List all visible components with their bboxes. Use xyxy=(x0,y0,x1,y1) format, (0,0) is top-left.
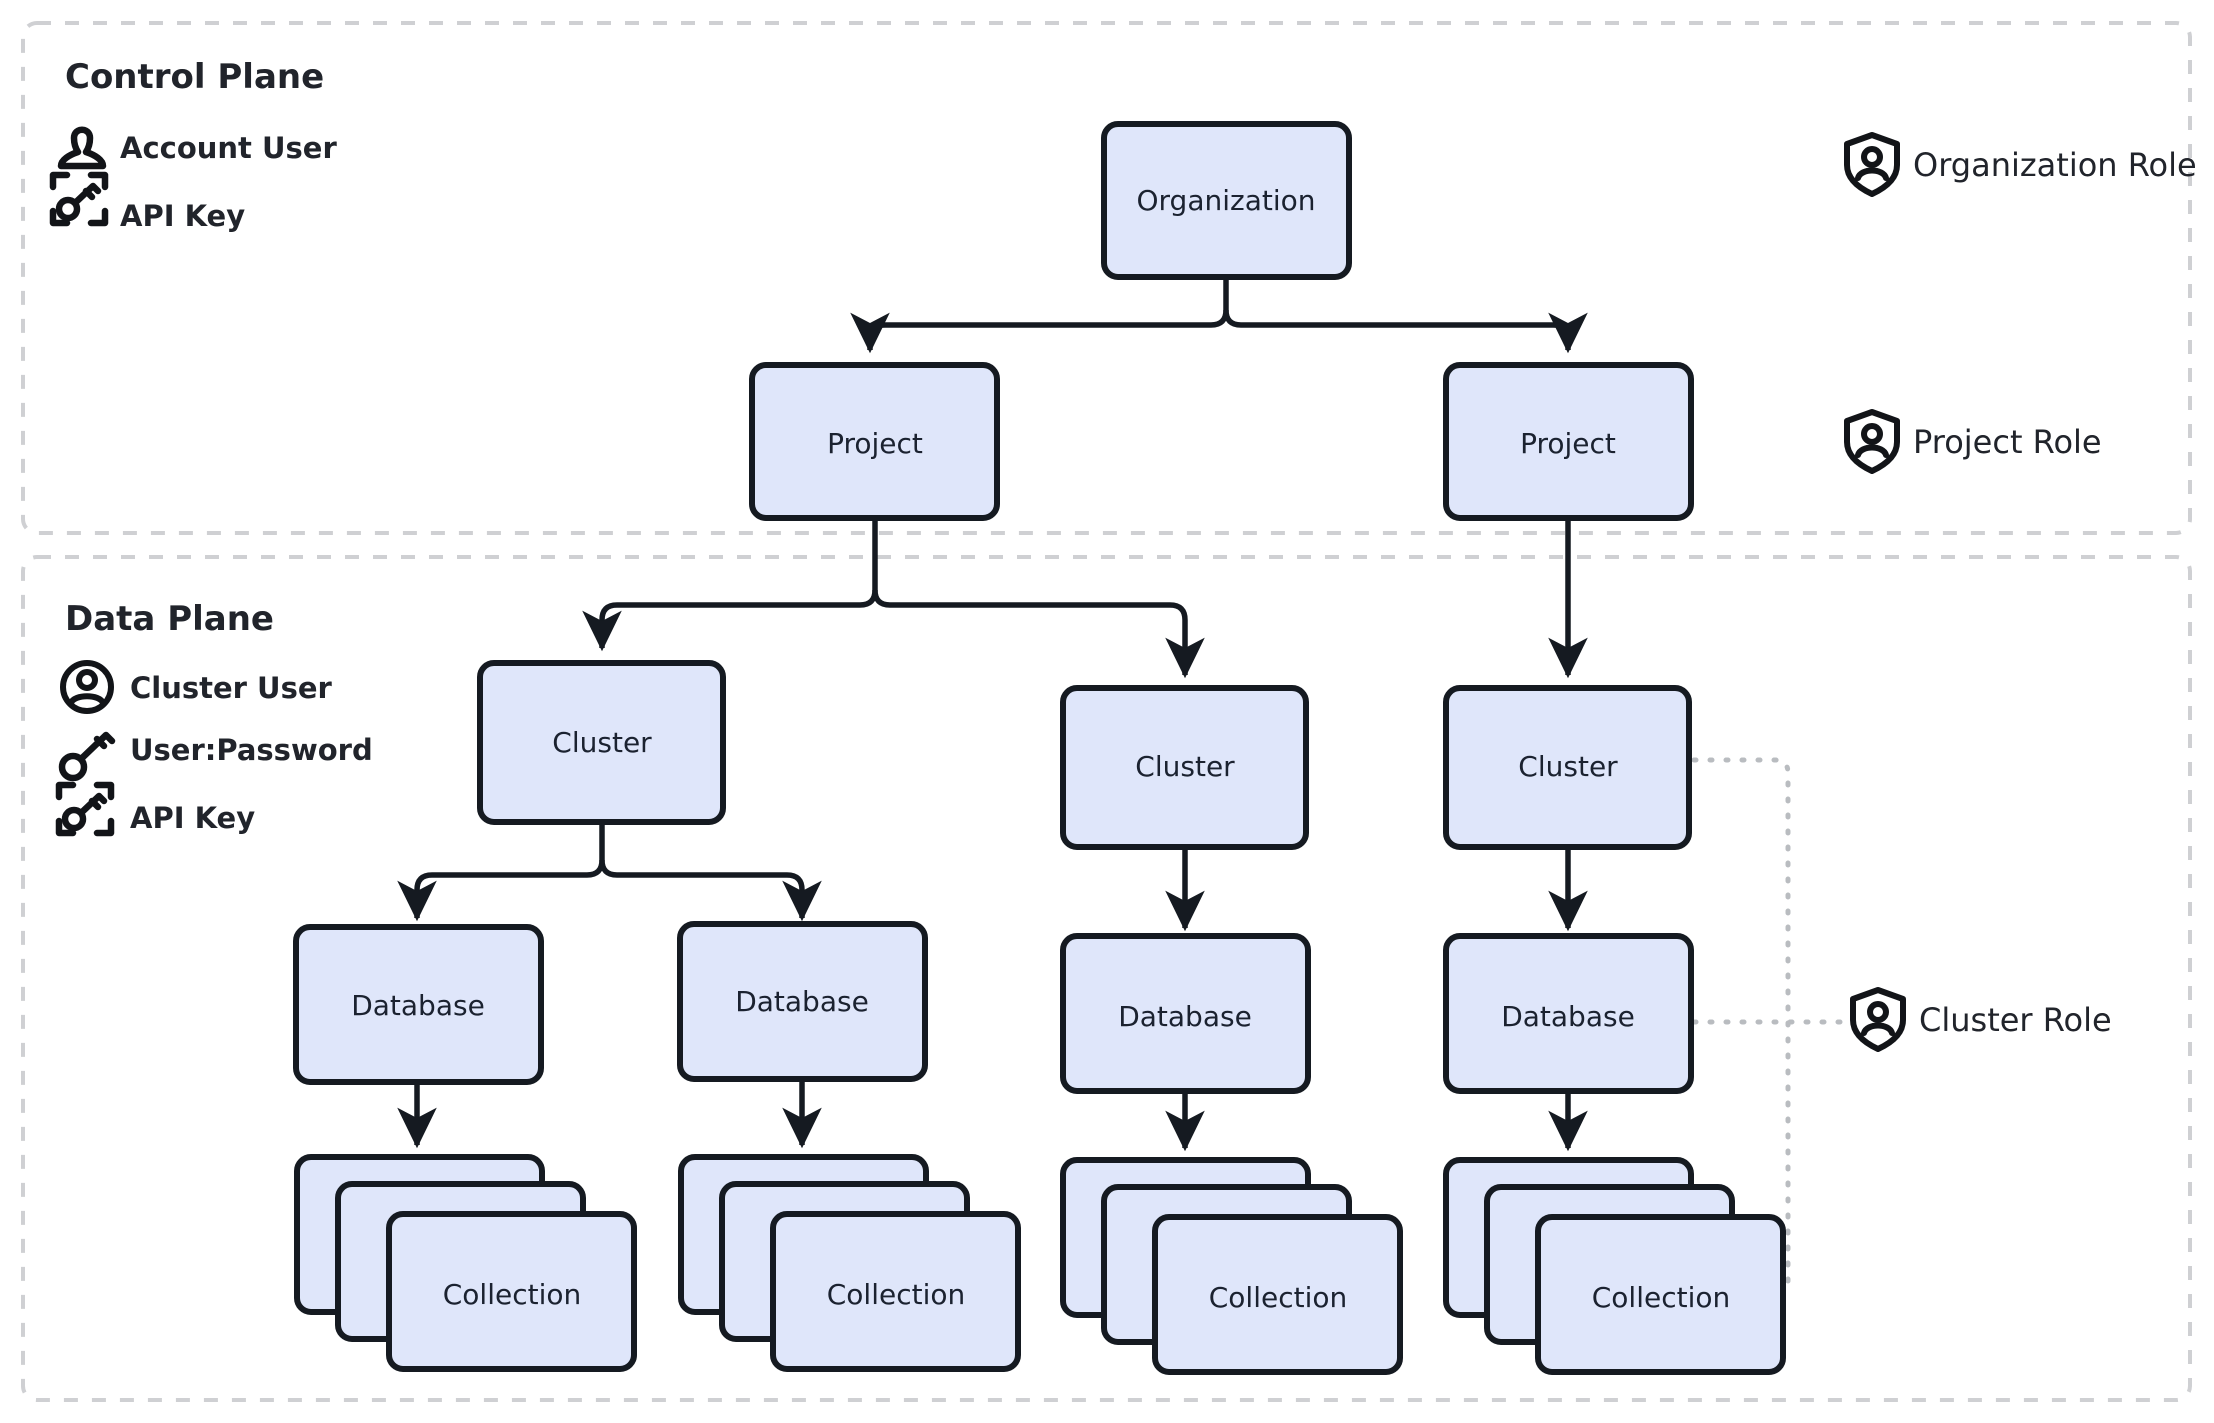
node-collection-3[interactable]: Collection xyxy=(1060,1157,1403,1375)
legend-label-cluster-user: Cluster User xyxy=(130,671,333,705)
api-key-icon xyxy=(55,781,115,837)
node-database-3-label: Database xyxy=(1118,1000,1252,1033)
collection-stack-front xyxy=(770,1211,1021,1372)
node-project-2-label: Project xyxy=(1520,427,1616,460)
node-database-4-label: Database xyxy=(1501,1000,1635,1033)
node-organization[interactable]: Organization xyxy=(1101,121,1352,280)
node-database-2[interactable]: Database xyxy=(677,921,928,1082)
collection-stack-front xyxy=(1152,1214,1403,1375)
connector-cluster1-fork-left xyxy=(397,822,605,922)
cluster-role-connectors xyxy=(1675,757,1848,1293)
node-project-2[interactable]: Project xyxy=(1443,362,1694,521)
shield-person-icon xyxy=(1844,409,1900,474)
node-collection-2-label: Collection xyxy=(827,1278,966,1311)
node-collection-3-label: Collection xyxy=(1209,1281,1348,1314)
node-collection-1[interactable]: Collection xyxy=(294,1154,637,1372)
node-collection-1-label: Collection xyxy=(443,1278,582,1311)
connector-cluster1-fork-right xyxy=(599,859,822,922)
organization-role-label: Organization Role xyxy=(1913,146,2197,184)
legend-label-account-user: Account User xyxy=(120,131,337,165)
node-cluster-2[interactable]: Cluster xyxy=(1060,685,1309,850)
legend-label-api-key-control: API Key xyxy=(120,199,245,233)
node-collection-2[interactable]: Collection xyxy=(678,1154,1021,1372)
node-database-2-label: Database xyxy=(735,985,869,1018)
legend-label-api-key-data: API Key xyxy=(130,801,255,835)
shield-person-icon xyxy=(1844,132,1900,197)
node-cluster-2-label: Cluster xyxy=(1135,750,1235,783)
node-cluster-1[interactable]: Cluster xyxy=(477,660,726,825)
node-database-4[interactable]: Database xyxy=(1443,933,1694,1094)
data-plane-container xyxy=(21,555,2192,1402)
node-database-1-label: Database xyxy=(351,989,485,1022)
node-cluster-3[interactable]: Cluster xyxy=(1443,685,1692,850)
legend-label-user-password: User:Password xyxy=(130,733,373,767)
cluster-role-label: Cluster Role xyxy=(1919,1001,2112,1039)
key-icon xyxy=(58,731,116,782)
node-collection-4-label: Collection xyxy=(1592,1281,1731,1314)
connector-org-fork-right xyxy=(1223,309,1588,354)
collection-stack-front xyxy=(1535,1214,1786,1375)
node-collection-4[interactable]: Collection xyxy=(1443,1157,1786,1375)
connector-project1-fork-left xyxy=(582,518,878,652)
cluster-role: Cluster Role xyxy=(1850,987,2112,1052)
control-plane-container xyxy=(21,21,2192,535)
node-database-1[interactable]: Database xyxy=(293,924,544,1085)
project-role-label: Project Role xyxy=(1913,423,2102,461)
node-organization-label: Organization xyxy=(1136,184,1315,217)
node-project-1[interactable]: Project xyxy=(749,362,1000,521)
connector-project1-fork-right xyxy=(872,589,1205,679)
node-database-3[interactable]: Database xyxy=(1060,933,1311,1094)
node-cluster-1-label: Cluster xyxy=(552,726,652,759)
collection-stack-front xyxy=(386,1211,637,1372)
cluster-user-icon xyxy=(60,660,114,714)
data-plane-title: Data Plane xyxy=(65,599,274,639)
organization-role: Organization Role xyxy=(1844,132,2197,197)
node-cluster-3-label: Cluster xyxy=(1518,750,1618,783)
cluster-role-dotted-trunk xyxy=(1675,757,1791,1293)
api-key-icon xyxy=(49,171,109,227)
control-plane-title: Control Plane xyxy=(65,57,324,97)
connectors xyxy=(397,277,1588,1152)
shield-person-icon xyxy=(1850,987,1906,1052)
node-project-1-label: Project xyxy=(827,427,923,460)
connector-org-fork xyxy=(850,277,1229,354)
account-user-icon xyxy=(57,126,107,170)
project-role: Project Role xyxy=(1844,409,2102,474)
